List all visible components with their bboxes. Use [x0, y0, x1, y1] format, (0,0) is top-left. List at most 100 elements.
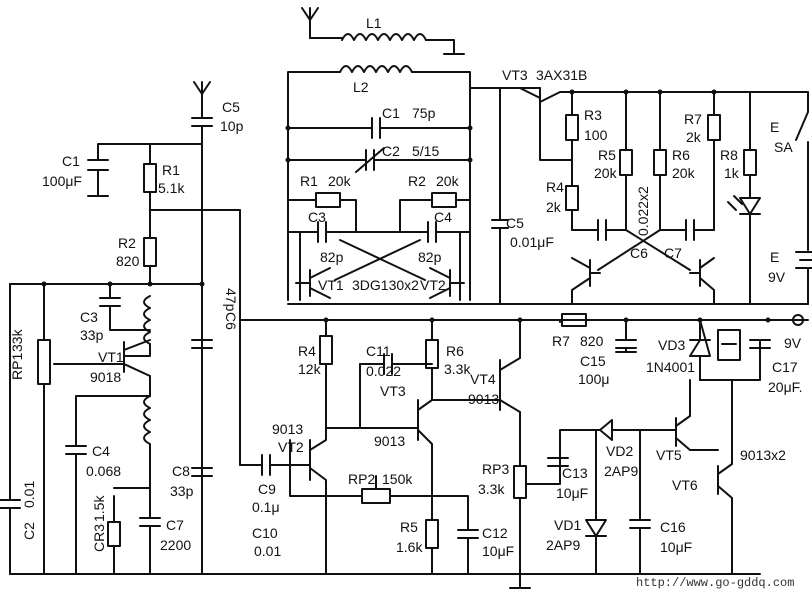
battery-e: [795, 251, 812, 305]
switch-sa: [749, 91, 809, 251]
value-c5-top: 0.01μF: [510, 234, 554, 250]
coil-l1: [341, 33, 465, 55]
label-c1: C1: [62, 153, 80, 169]
label-r6-top: R6: [672, 147, 690, 163]
label-vt4: VT4: [470, 371, 496, 387]
label-e-battery: E: [770, 249, 779, 265]
label-c13: C13: [562, 465, 588, 481]
coil-l2: [287, 65, 471, 301]
value-r1-top: 20k: [328, 173, 352, 189]
label-c7-top: C7: [664, 245, 682, 261]
label-c2-top: C2: [382, 143, 400, 159]
transistor-vt2-osc: [429, 267, 465, 299]
label-c4: C4: [92, 443, 110, 459]
label-vt6: VT6: [672, 477, 698, 493]
value-c5: 10p: [220, 118, 244, 134]
value-vt4: 9013: [468, 391, 499, 407]
value-c2-top: 5/15: [412, 143, 439, 159]
value-vd3: 1N4001: [646, 359, 695, 375]
value-r1: 5.1k: [158, 180, 185, 196]
transistor-vt3-3ax31b: [491, 87, 573, 305]
label-rp2: RP2: [348, 471, 375, 487]
value-c10: 0.01: [254, 543, 281, 559]
value-c6c7: 0.022x2: [635, 186, 651, 236]
label-c7: C7: [166, 517, 184, 533]
label-vt3: VT3: [380, 383, 406, 399]
label-c6-top: C6: [630, 245, 648, 261]
label-vt1: VT1: [98, 349, 124, 365]
value-cr3: 1.5k: [91, 495, 107, 522]
label-c11: C11: [366, 343, 391, 359]
label-c8: C8: [172, 463, 190, 479]
value-c7: 2200: [160, 537, 191, 553]
value-r5-top: 20k: [594, 165, 618, 181]
value-c16: 10μF: [660, 539, 692, 555]
label-r7: R7: [552, 333, 570, 349]
value-vt56: 9013x2: [740, 447, 786, 463]
label-vt2: VT2: [278, 439, 304, 455]
value-c12: 10μF: [482, 543, 514, 559]
label-c2: C2: [21, 522, 37, 540]
label-r2: R2: [118, 235, 136, 251]
label-vt3-top: VT3: [502, 67, 528, 83]
label-r4-top: R4: [546, 179, 564, 195]
value-vt2: 9013: [272, 421, 303, 437]
label-vt5: VT5: [656, 447, 682, 463]
value-r7: 820: [580, 333, 604, 349]
value-r3-top: 100: [584, 127, 608, 143]
label-vd1: VD1: [554, 517, 581, 533]
label-r6: R6: [446, 343, 464, 359]
capacitor-c2-variable: [285, 147, 473, 173]
value-vd1: 2AP9: [546, 537, 580, 553]
capacitor-c1-electrolytic: [87, 143, 151, 197]
label-cr3: CR3: [91, 524, 107, 552]
value-c11: 0.022: [366, 363, 401, 379]
label-c5-top: C5: [506, 215, 524, 231]
label-vt3-type: 3AX31B: [536, 67, 587, 83]
label-c10: C10: [252, 525, 278, 541]
label-vt12-type: 3DG130x2: [352, 277, 419, 293]
value-c4: 0.068: [86, 463, 121, 479]
value-vt3: 9013: [374, 433, 405, 449]
value-vd2: 2AP9: [604, 463, 638, 479]
value-r4: 12k: [298, 361, 322, 377]
label-c4-top: C4: [434, 209, 452, 225]
label-vt1-top: VT1: [318, 277, 344, 293]
value-rp3: 3.3k: [478, 481, 505, 497]
label-vt2-top: VT2: [420, 277, 446, 293]
label-c6: C6: [223, 312, 239, 330]
value-r4-top: 2k: [546, 199, 562, 215]
label-c3: C3: [80, 309, 98, 325]
value-r2-top: 20k: [436, 173, 460, 189]
label-sa: SA: [774, 139, 793, 155]
value-c9: 0.1μ: [252, 499, 280, 515]
label-e-switch: E: [770, 119, 779, 135]
top-antenna: [301, 7, 343, 39]
label-c16: C16: [660, 519, 686, 535]
tank-and-vt1: [0, 281, 213, 575]
value-c3: 33p: [80, 327, 104, 343]
value-c17: 20μF.: [768, 379, 803, 395]
label-vd3: VD3: [658, 337, 685, 353]
value-r6: 3.3k: [444, 361, 471, 377]
value-c3-top: 82p: [320, 249, 344, 265]
label-c1-top: C1: [382, 105, 400, 121]
label-c12: C12: [482, 525, 508, 541]
label-r5: R5: [400, 519, 418, 535]
label-r2-top: R2: [408, 173, 426, 189]
label-l1: L1: [366, 15, 382, 31]
flasher-circuit: [565, 89, 761, 305]
label-r1: R1: [162, 162, 180, 178]
label-r3-top: R3: [584, 107, 602, 123]
label-r8-top: R8: [720, 147, 738, 163]
value-vt1: 9018: [90, 369, 121, 385]
value-c4-top: 82p: [418, 249, 442, 265]
label-r4: R4: [298, 343, 316, 359]
label-c15: C15: [580, 353, 606, 369]
value-r8-top: 1k: [724, 165, 740, 181]
value-rp1: 33k: [9, 328, 25, 352]
label-rp3: RP3: [482, 461, 509, 477]
label-vd2: VD2: [606, 443, 633, 459]
value-r7-top: 2k: [686, 129, 702, 145]
